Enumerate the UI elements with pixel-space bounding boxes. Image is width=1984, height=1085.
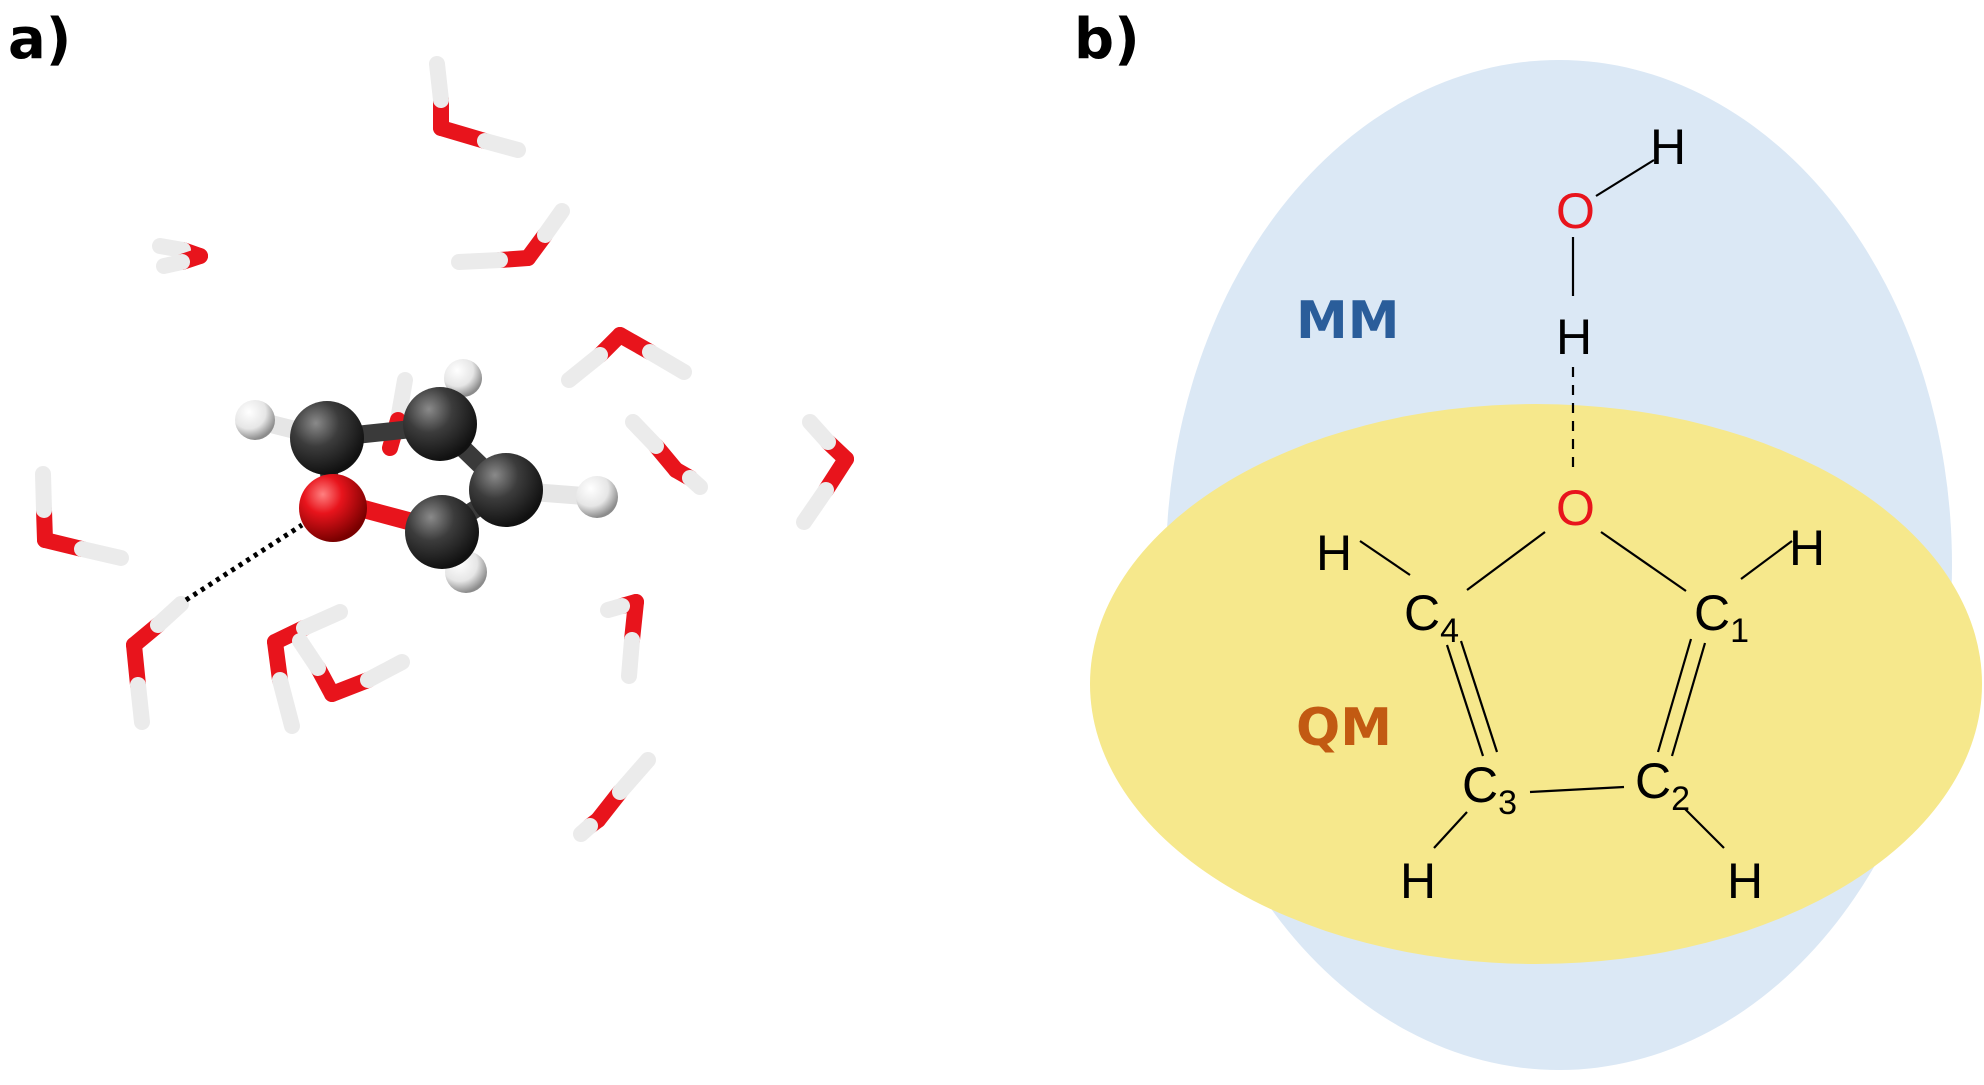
water-h-bridge: H [1556, 309, 1592, 365]
panel-b: b) MM QM H O H O H [1074, 7, 1982, 1070]
water-11 [600, 594, 644, 684]
panel-a-label: a) [8, 7, 71, 72]
c1-symbol: C [1694, 585, 1730, 641]
water-7 [35, 466, 129, 566]
water-molecules [35, 56, 854, 842]
furan-molecule-3d [235, 359, 618, 593]
structure-bonds [1359, 159, 1793, 849]
c2-atom: C2 [1635, 753, 1690, 818]
c3-atom: C3 [1462, 757, 1517, 822]
water-8 [126, 596, 189, 730]
h-c4: H [1316, 525, 1352, 581]
mm-label: MM [1296, 291, 1400, 351]
c4-atom: C4 [1404, 585, 1459, 650]
ring-oxygen: O [1556, 480, 1595, 536]
water-5 [625, 414, 708, 495]
water-12 [573, 752, 656, 842]
h-c2: H [1727, 853, 1763, 909]
water-10 [292, 633, 410, 702]
c2-subscript: 2 [1671, 780, 1690, 818]
panel-b-label: b) [1074, 7, 1140, 72]
h-c1: H [1789, 520, 1825, 576]
water-9 [267, 604, 348, 734]
c4-subscript: 4 [1440, 612, 1459, 650]
hydrogen-bond-dotted [184, 522, 304, 603]
c3-subscript: 3 [1498, 784, 1517, 822]
water-4 [561, 327, 692, 388]
water-h-top: H [1650, 119, 1686, 175]
c2-symbol: C [1635, 753, 1671, 809]
water-2 [152, 238, 208, 274]
qm-label: QM [1296, 698, 1392, 758]
water-1 [429, 56, 526, 158]
water-3 [451, 203, 570, 270]
water-6 [796, 414, 854, 530]
h-c3: H [1400, 853, 1436, 909]
structure-atoms: H O H O H H C4 C1 C3 C2 H H [1316, 119, 1825, 909]
c1-atom: C1 [1694, 585, 1749, 650]
c3-symbol: C [1462, 757, 1498, 813]
panel-a: a) [8, 7, 854, 842]
c4-symbol: C [1404, 585, 1440, 641]
qm-region [1090, 404, 1982, 964]
c1-subscript: 1 [1730, 612, 1749, 650]
water-oxygen: O [1556, 183, 1595, 239]
